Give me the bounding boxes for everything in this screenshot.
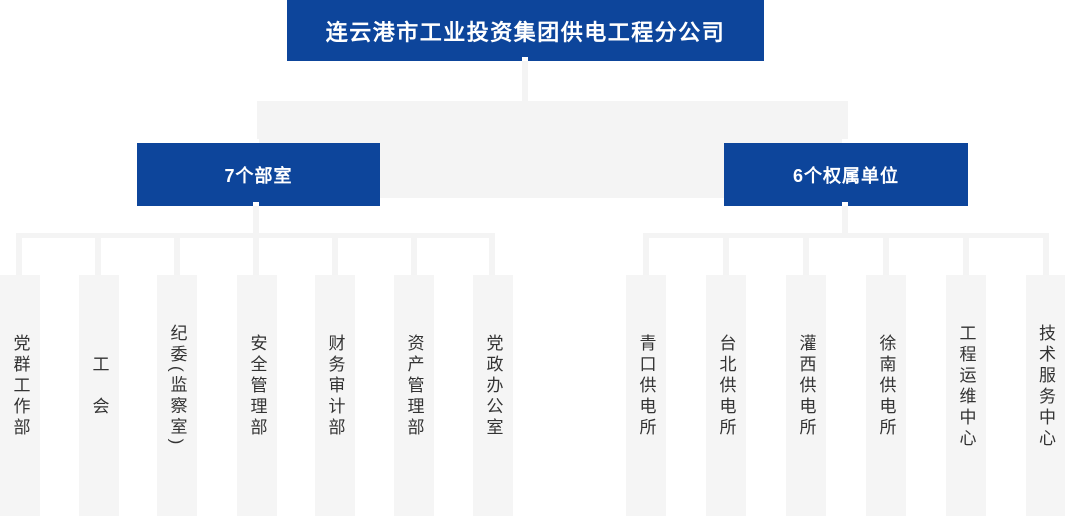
dept-column-jiwei: 纪委(监察室) (157, 275, 197, 516)
group-box-units: 6个权属单位 (724, 143, 968, 206)
dept-label: 资产管理部 (404, 334, 424, 439)
org-root-label: 连云港市工业投资集团供电工程分公司 (325, 19, 726, 45)
connector-drop-dept-7 (489, 238, 495, 275)
dept-column-zichan: 资产管理部 (394, 275, 434, 516)
connector-notch-root-bottom (522, 57, 528, 61)
unit-label: 徐南供电所 (876, 334, 896, 439)
unit-label: 技术服务中心 (1036, 323, 1055, 450)
connector-drop-dept-5 (332, 238, 338, 275)
connector-root-drop (522, 61, 528, 101)
dept-label: 纪委(监察室) (167, 324, 187, 449)
connector-notch-units-bottom (842, 202, 848, 206)
org-root-box: 连云港市工业投资集团供电工程分公司 (287, 0, 764, 61)
dept-label: 党政办公室 (483, 334, 503, 439)
connector-drop-unit-3 (803, 238, 809, 275)
unit-column-guanxi: 灌西供电所 (786, 275, 826, 516)
connector-drop-unit-6 (1043, 238, 1049, 275)
dept-label: 安全管理部 (247, 334, 267, 439)
connector-notch-units-top (842, 139, 848, 143)
connector-notch-departments-top (253, 139, 259, 143)
unit-column-jishu: 技术服务中心 (1026, 275, 1065, 516)
connector-units-rail (643, 233, 1049, 238)
group-departments-label: 7个部室 (224, 165, 293, 186)
dept-column-dangzheng: 党政办公室 (473, 275, 513, 516)
connector-units-drop (842, 206, 848, 233)
connector-drop-dept-1 (16, 238, 22, 275)
dept-label: 党群工作部 (10, 334, 30, 439)
dept-column-caiwu: 财务审计部 (315, 275, 355, 516)
connector-drop-unit-2 (723, 238, 729, 275)
dept-label: 财务审计部 (325, 334, 345, 439)
unit-label: 工程运维中心 (956, 323, 976, 450)
unit-column-qingkou: 青口供电所 (626, 275, 666, 516)
unit-column-xunan: 徐南供电所 (866, 275, 906, 516)
connector-notch-departments-bottom (253, 202, 259, 206)
connector-drop-dept-2 (95, 238, 101, 275)
group-units-label: 6个权属单位 (792, 165, 899, 186)
unit-label: 青口供电所 (636, 334, 656, 439)
dept-column-anquan: 安全管理部 (237, 275, 277, 516)
unit-column-gongcheng: 工程运维中心 (946, 275, 986, 516)
dept-column-dangqun: 党群工作部 (0, 275, 40, 516)
group-box-departments: 7个部室 (137, 143, 380, 206)
connector-drop-dept-4 (253, 238, 259, 275)
dept-label: 工 会 (89, 355, 109, 418)
connector-drop-dept-3 (174, 238, 180, 275)
unit-label: 灌西供电所 (796, 334, 816, 439)
connector-departments-drop (253, 206, 259, 233)
unit-column-taibei: 台北供电所 (706, 275, 746, 516)
unit-label: 台北供电所 (716, 334, 736, 439)
connector-drop-unit-5 (963, 238, 969, 275)
connector-drop-unit-4 (883, 238, 889, 275)
connector-departments-rail (16, 233, 495, 238)
dept-column-gonghui: 工 会 (79, 275, 119, 516)
connector-drop-dept-6 (411, 238, 417, 275)
connector-drop-unit-1 (643, 238, 649, 275)
